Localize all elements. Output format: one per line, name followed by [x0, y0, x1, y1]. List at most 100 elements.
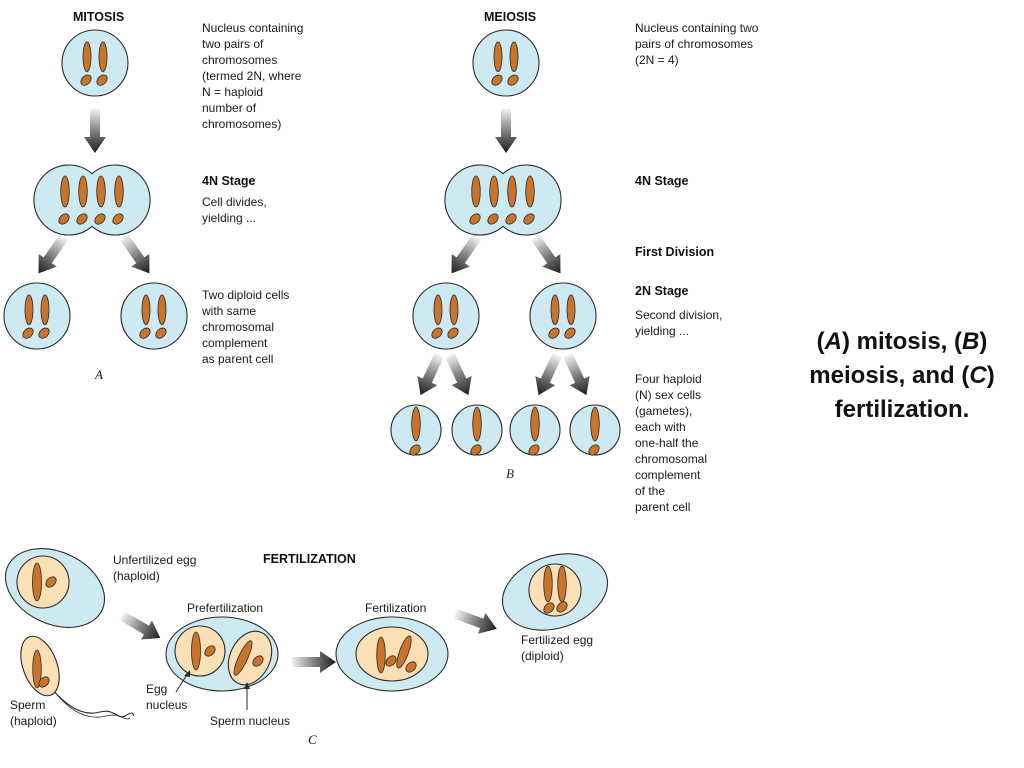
fusing-nuclei [355, 626, 429, 682]
chromosome-long [32, 649, 42, 689]
meiosis-arrow-2nd-2 [439, 350, 479, 400]
mitosis-arrow-left [29, 231, 73, 280]
meiosis-2n-cell-right [529, 282, 597, 350]
chromosome-long [191, 631, 201, 671]
figure-caption: (A) mitosis, (B) meiosis, and (C) fertil… [809, 328, 995, 423]
chromosome-short [469, 213, 481, 225]
mitosis-result-description: Two diploid cells with same chromosomal … [202, 288, 290, 366]
cell-membrane [61, 29, 129, 97]
arrow-shape [495, 109, 517, 153]
meiosis-arrow-2nd-3 [528, 350, 568, 400]
arrow-shape [526, 231, 570, 280]
meiosis-2n-stage-title: 2N Stage [635, 284, 689, 298]
chromosome-long [550, 294, 560, 325]
meiosis-second-division-description: Second division, yielding ... [635, 308, 723, 338]
arrow-shape [292, 651, 336, 673]
meiosis-first-division-title: First Division [635, 245, 715, 259]
chromosome-long [471, 175, 481, 208]
chromosome-long [60, 175, 70, 208]
chromosome-long [411, 406, 421, 442]
chromosome-short [528, 444, 540, 456]
dividing-cell-membrane [444, 164, 562, 236]
meiosis-gamete-cell-1 [390, 404, 442, 456]
chromosome-short [38, 676, 50, 688]
meiosis-gamete-cell-4 [569, 404, 621, 456]
sperm-label: Sperm (haploid) [10, 698, 57, 728]
chromosome-short [38, 327, 50, 339]
caption-letter-a: A [824, 328, 842, 355]
egg-nucleus [16, 555, 70, 609]
chromosome-short [548, 327, 560, 339]
meiosis-arrow-2nd-4 [557, 350, 597, 400]
chromosome-short [564, 327, 576, 339]
arrow-shape [451, 603, 501, 640]
chromosome-long [472, 406, 482, 442]
cell-membrane [3, 282, 71, 350]
meiosis-4n-stage-title: 4N Stage [635, 174, 689, 188]
arrow-to-fertilization [292, 651, 336, 673]
meiosis-arrow-2nd-1 [410, 350, 450, 400]
chromosome-long [507, 175, 517, 208]
meiosis-2n-cell-left [412, 282, 480, 350]
meiosis-arrow-left [442, 231, 486, 280]
chromosome-short [385, 655, 397, 667]
cell-membrane [472, 29, 540, 97]
chromosome-short [588, 444, 600, 456]
chromosome-long [449, 294, 459, 325]
egg-nucleus-pointer-head [184, 670, 190, 677]
arrow-shape [29, 231, 73, 280]
mitosis-arrow-right [115, 231, 159, 280]
mitosis-arrow-down [84, 109, 106, 153]
chromosome-short [556, 601, 568, 613]
chromosome-long [141, 294, 151, 325]
sperm-nucleus-pointer-head [244, 682, 250, 689]
chromosome-short [470, 444, 482, 456]
unfertilized-egg-label: Unfertilized egg (haploid) [113, 553, 197, 583]
cell-membrane [412, 282, 480, 350]
panel-label-a: A [95, 367, 103, 382]
caption-meiosis: ) meiosis, and ( [809, 328, 988, 389]
dividing-cell-membrane [33, 164, 151, 236]
chromosome-short [204, 645, 216, 657]
cell-membrane [120, 282, 188, 350]
meiosis-result-description: Four haploid (N) sex cells (gametes), ea… [635, 372, 708, 514]
chromosome-short [409, 444, 421, 456]
sperm-tail [51, 688, 135, 718]
chromosome-short [45, 576, 57, 588]
fertilized-egg-label: Fertilized egg (diploid) [521, 633, 594, 663]
chromosome-long [590, 406, 600, 442]
chromosome-long [157, 294, 167, 325]
chromosome-long [96, 175, 106, 208]
chromosome-short [112, 213, 124, 225]
chromosome-short [80, 74, 92, 86]
chromosome-long [509, 41, 519, 72]
chromosome-short [22, 327, 34, 339]
meiosis-arrow-right [526, 231, 570, 280]
chromosome-short [58, 213, 70, 225]
chromosome-short [94, 213, 106, 225]
chromosome-short [96, 74, 108, 86]
mitosis-4n-cell [33, 164, 151, 236]
chromosome-short [431, 327, 443, 339]
chromosome-short [76, 213, 88, 225]
fertilization-stage-label: Fertilization [365, 601, 427, 615]
caption-letter-b: B [962, 328, 980, 355]
arrow-to-fertilized-egg [451, 603, 501, 640]
chromosome-short [252, 655, 264, 667]
zygote-nucleus [528, 563, 582, 617]
caption-mitosis: ) mitosis, ( [841, 328, 962, 355]
meiosis-parent-description: Nucleus containing two pairs of chromoso… [635, 21, 759, 67]
chromosome-long [433, 294, 443, 325]
prefertilization-label: Prefertilization [187, 601, 264, 615]
chromosome-short [505, 213, 517, 225]
chromosome-long [40, 294, 50, 325]
chromosome-short [491, 74, 503, 86]
arrow-shape [115, 231, 159, 280]
chromosome-long [493, 41, 503, 72]
arrow-shape [410, 350, 450, 400]
meiosis-title: MEIOSIS [484, 10, 537, 24]
mitosis-4n-stage-title: 4N Stage [202, 174, 256, 188]
meiosis-arrow-down [495, 109, 517, 153]
chromosome-short [523, 213, 535, 225]
